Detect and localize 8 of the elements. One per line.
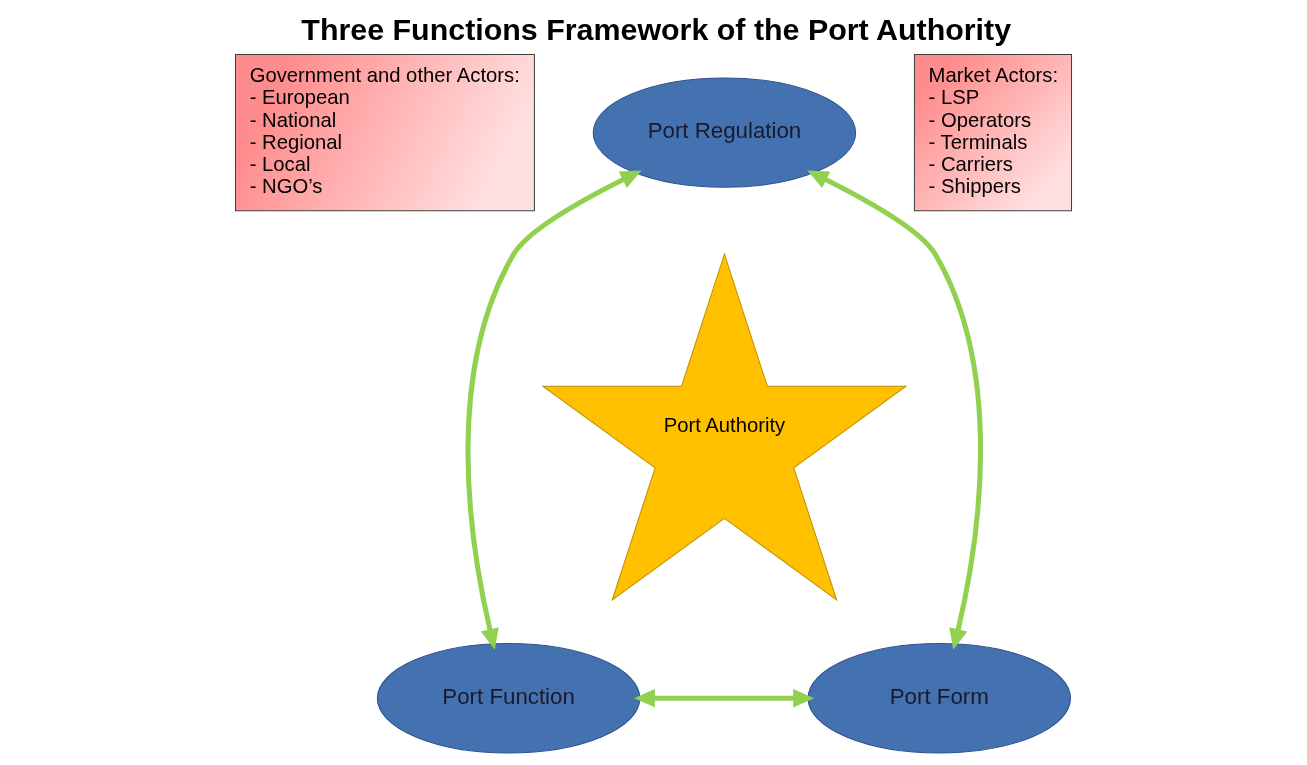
arrow [633,688,815,707]
node-box: Government and other Actors: - European - National - Regional - Local - NGO’s [234,53,535,211]
node-ellipse: Port Function [376,642,641,753]
arrow [465,169,642,650]
node-ellipse: Port Form [807,642,1071,753]
node-box: Market Actors: - LSP - Operators - Terminals - Carriers - Shippers [913,53,1073,211]
arrow [807,169,984,650]
diagram-title: Three Functions Framework of the Port Authority [301,11,1012,46]
